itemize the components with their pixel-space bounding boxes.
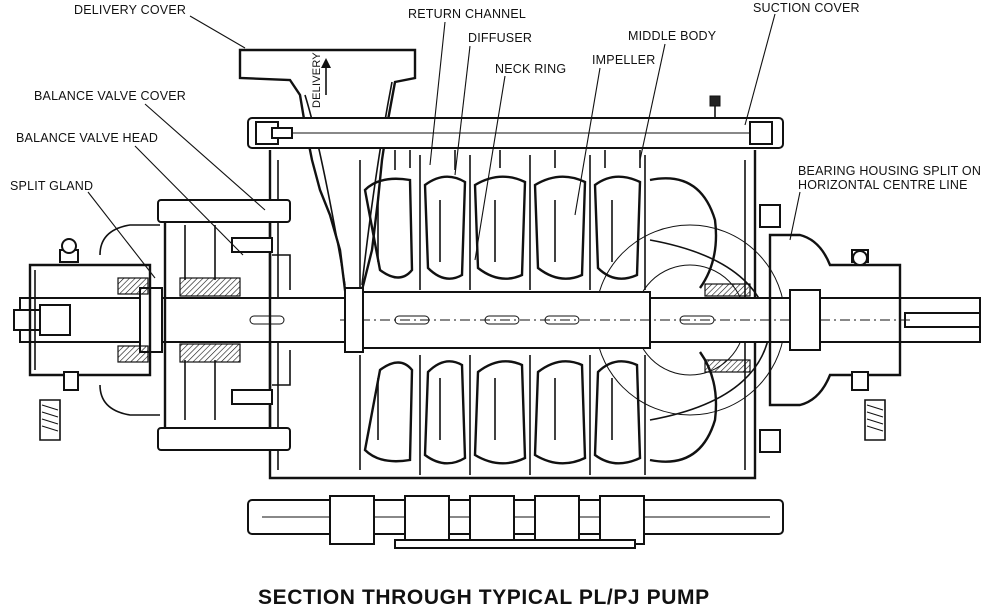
label-bearing-housing-line1: BEARING HOUSING SPLIT ON: [798, 164, 981, 178]
balance-valve-housing: [157, 199, 291, 451]
label-neck-ring: NECK RING: [495, 62, 566, 76]
pump-drawing: [13, 48, 981, 549]
main-shaft: [13, 287, 981, 353]
label-diffuser: DIFFUSER: [468, 31, 532, 45]
label-impeller: IMPELLER: [592, 53, 655, 67]
delivery-branch: [238, 48, 417, 292]
upper-stages: [359, 150, 718, 290]
label-split-gland: SPLIT GLAND: [10, 179, 93, 193]
label-return-channel: RETURN CHANNEL: [408, 7, 526, 21]
top-tie-rod: [247, 117, 784, 149]
arrow-up-icon: [321, 58, 331, 68]
label-suction-cover: SUCTION COVER: [753, 1, 860, 15]
label-delivery-cover: DELIVERY COVER: [74, 3, 186, 17]
delivery-flow-indicator: DELIVERY: [311, 52, 331, 108]
diagram-title: SECTION THROUGH TYPICAL PL/PJ PUMP: [258, 586, 710, 609]
left-bearing-housing: [28, 224, 160, 441]
lower-stages: [359, 351, 718, 475]
leader-lines: [87, 13, 801, 279]
label-bearing-housing-line2: HORIZONTAL CENTRE LINE: [798, 178, 968, 192]
label-balance-valve-cover: BALANCE VALVE COVER: [34, 89, 186, 103]
right-bearing-housing: [704, 95, 902, 453]
label-balance-valve-head: BALANCE VALVE HEAD: [16, 131, 158, 145]
delivery-flow-label: DELIVERY: [311, 52, 323, 108]
label-middle-body: MIDDLE BODY: [628, 29, 717, 43]
labels: DELIVERY COVER RETURN CHANNEL DIFFUSER N…: [10, 1, 981, 193]
bottom-tie-rod: [247, 495, 784, 549]
